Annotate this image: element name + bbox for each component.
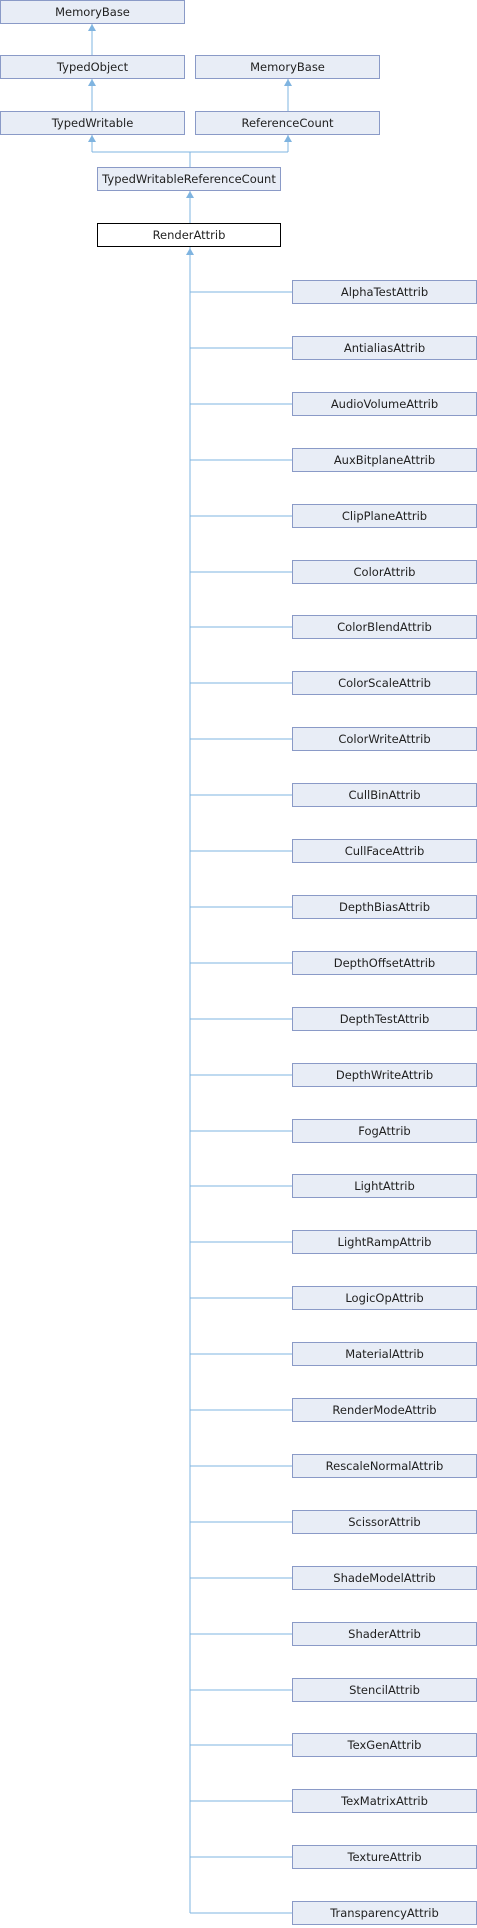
- node-lightattrib[interactable]: LightAttrib: [292, 1174, 477, 1198]
- node-memorybase-top[interactable]: MemoryBase: [0, 0, 185, 24]
- node-memorybase-right[interactable]: MemoryBase: [195, 55, 380, 79]
- node-colorblendattrib[interactable]: ColorBlendAttrib: [292, 615, 477, 639]
- node-transparencyattrib[interactable]: TransparencyAttrib: [292, 1901, 477, 1925]
- arrow-into-memorybase-top: [88, 24, 96, 31]
- node-lightrampattrib[interactable]: LightRampAttrib: [292, 1230, 477, 1254]
- node-typedwritablereferencecount[interactable]: TypedWritableReferenceCount: [97, 167, 281, 191]
- node-renderattrib: RenderAttrib: [97, 223, 281, 247]
- node-shaderattrib[interactable]: ShaderAttrib: [292, 1622, 477, 1646]
- node-depthbiasattrib[interactable]: DepthBiasAttrib: [292, 895, 477, 919]
- node-typedobject[interactable]: TypedObject: [0, 55, 185, 79]
- node-textureattrib[interactable]: TextureAttrib: [292, 1845, 477, 1869]
- node-depthwriteattrib[interactable]: DepthWriteAttrib: [292, 1063, 477, 1087]
- node-texmatrixattrib[interactable]: TexMatrixAttrib: [292, 1789, 477, 1813]
- node-audiovolumeattrib[interactable]: AudioVolumeAttrib: [292, 392, 477, 416]
- arrow-into-typedobject: [88, 79, 96, 86]
- node-rendermodeattrib[interactable]: RenderModeAttrib: [292, 1398, 477, 1422]
- node-clipplaneattrib[interactable]: ClipPlaneAttrib: [292, 504, 477, 528]
- arrow-into-referencecount: [284, 135, 292, 142]
- node-colorattrib[interactable]: ColorAttrib: [292, 560, 477, 584]
- arrow-into-memorybase-right: [284, 79, 292, 86]
- node-logicopattrib[interactable]: LogicOpAttrib: [292, 1286, 477, 1310]
- node-cullbinattrib[interactable]: CullBinAttrib: [292, 783, 477, 807]
- arrow-into-typedwritable: [88, 135, 96, 142]
- node-rescalenormalattrib[interactable]: RescaleNormalAttrib: [292, 1454, 477, 1478]
- node-texgenattrib[interactable]: TexGenAttrib: [292, 1733, 477, 1757]
- node-auxbitplaneattrib[interactable]: AuxBitplaneAttrib: [292, 448, 477, 472]
- node-shademodelattrib[interactable]: ShadeModelAttrib: [292, 1566, 477, 1590]
- node-materialattrib[interactable]: MaterialAttrib: [292, 1342, 477, 1366]
- node-antialiasattrib[interactable]: AntialiasAttrib: [292, 336, 477, 360]
- node-depthtestattrib[interactable]: DepthTestAttrib: [292, 1007, 477, 1031]
- node-referencecount[interactable]: ReferenceCount: [195, 111, 380, 135]
- node-cullfaceattrib[interactable]: CullFaceAttrib: [292, 839, 477, 863]
- node-depthoffsetattrib[interactable]: DepthOffsetAttrib: [292, 951, 477, 975]
- node-fogattrib[interactable]: FogAttrib: [292, 1119, 477, 1143]
- node-typedwritable[interactable]: TypedWritable: [0, 111, 185, 135]
- node-colorwriteattrib[interactable]: ColorWriteAttrib: [292, 727, 477, 751]
- node-colorscaleattrib[interactable]: ColorScaleAttrib: [292, 671, 477, 695]
- node-stencilattrib[interactable]: StencilAttrib: [292, 1678, 477, 1702]
- node-scissorattrib[interactable]: ScissorAttrib: [292, 1510, 477, 1534]
- arrow-into-twrc: [186, 191, 194, 198]
- arrow-into-renderattrib: [186, 248, 194, 255]
- node-alphatestattrib[interactable]: AlphaTestAttrib: [292, 280, 477, 304]
